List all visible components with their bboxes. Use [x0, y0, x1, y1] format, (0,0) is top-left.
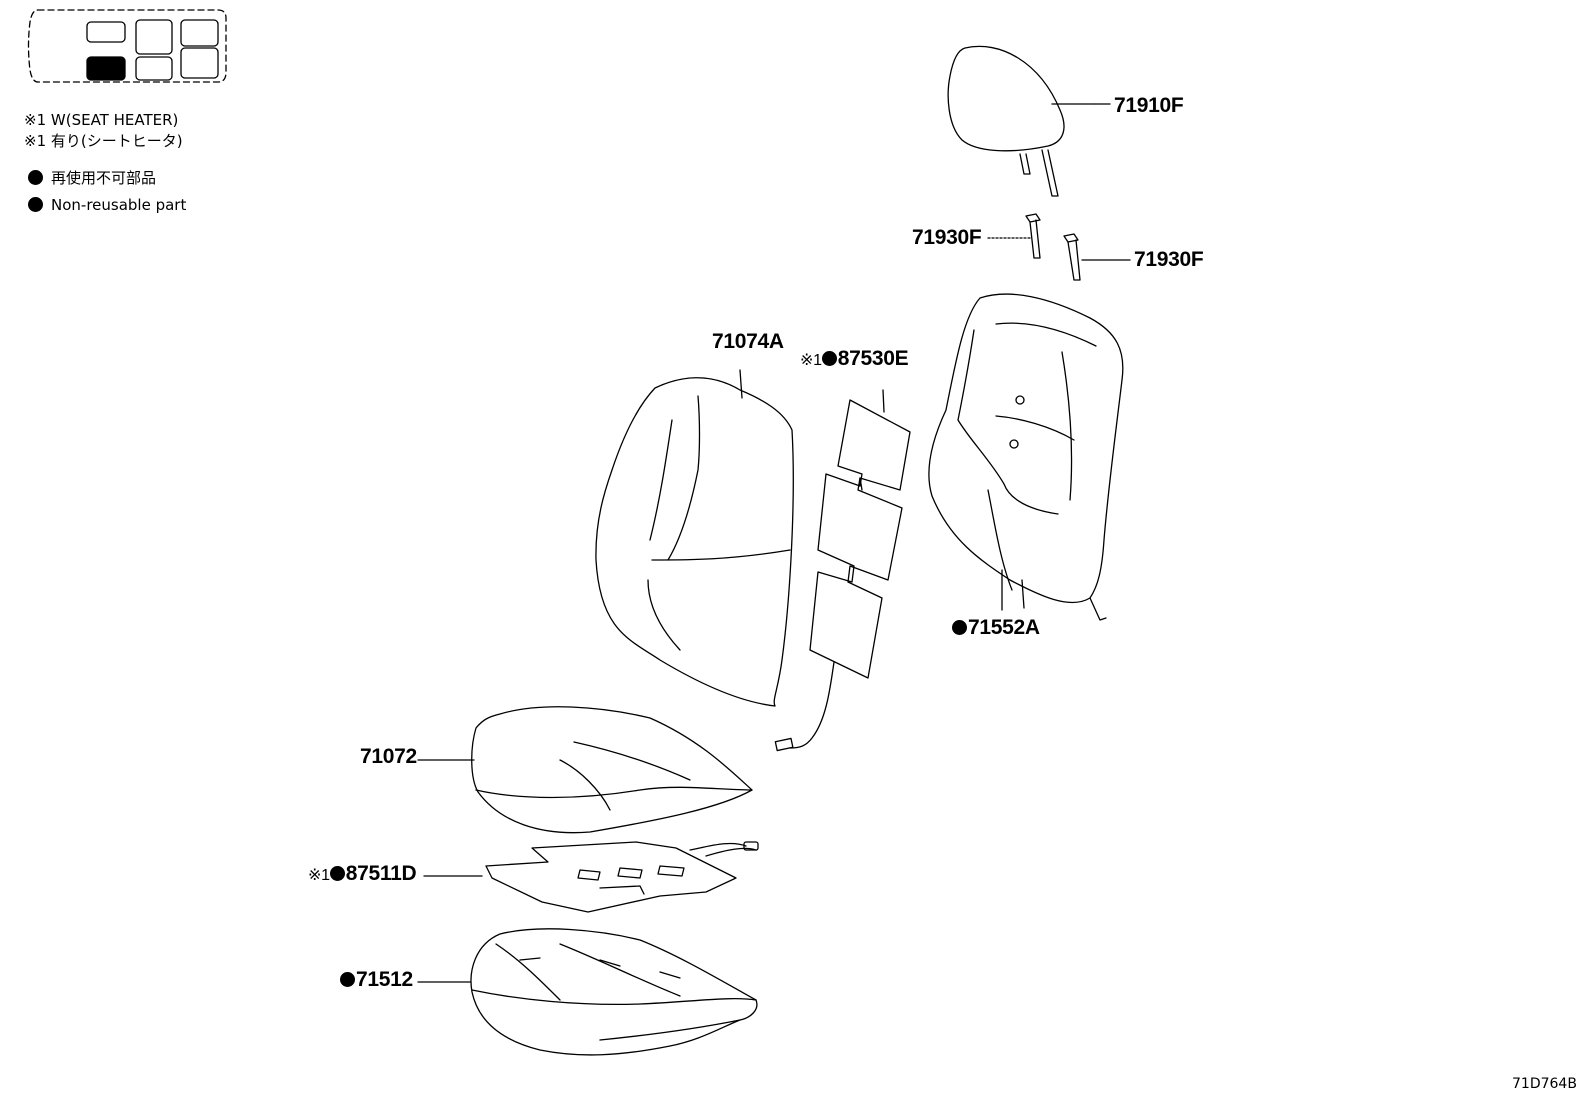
bullet-icon [28, 197, 43, 212]
nonreusable-note-jp: 再使用不可部品 [28, 168, 156, 188]
part-label-cushion-heater: ※1 87511D [308, 862, 417, 888]
nonreusable-en-text: Non-reusable part [51, 196, 187, 214]
illustration-id: 71D764B [1512, 1076, 1577, 1092]
part-label-seatback-cover: 71074A [712, 330, 784, 353]
cushion-pad-drawing [417, 928, 758, 1056]
leader-lines [1001, 103, 1111, 611]
part-label-cushion-cover: 71072 [360, 745, 417, 768]
cushion-heater-drawing [423, 841, 759, 913]
heater-mark: ※1 [800, 352, 822, 369]
nonreusable-dot-icon [329, 866, 345, 881]
heater-mark: ※1 [308, 867, 330, 884]
part-label-headrest: 71910F [1114, 94, 1184, 117]
nonreusable-dot-icon [952, 620, 967, 635]
seat-heater-note-jp: ※1 有り(シートヒータ) [24, 132, 183, 150]
part-label-seatback-heater: ※1 87530E [800, 347, 909, 373]
part-number: 87511D [345, 862, 417, 885]
part-number: 71552A [968, 616, 1040, 639]
nonreusable-jp-text: 再使用不可部品 [51, 169, 157, 187]
headrest-support-drawing [987, 213, 1131, 281]
seatback-cover-drawing [595, 369, 794, 707]
part-number: 71512 [356, 968, 413, 991]
seat-heater-note-en: ※1 W(SEAT HEATER) [24, 111, 179, 129]
nonreusable-note-en: Non-reusable part [28, 195, 186, 215]
nonreusable-dot-icon [340, 972, 355, 987]
part-label-seatback-pad: 71552A [952, 616, 1040, 640]
part-label-headrest-support-left: 71930F [912, 226, 982, 249]
cushion-cover-drawing [417, 706, 753, 834]
part-label-headrest-support-right: 71930F [1134, 248, 1204, 271]
part-number: 87530E [837, 347, 909, 370]
nonreusable-dot-icon [821, 351, 837, 366]
bullet-icon [28, 170, 43, 185]
headrest-drawing [947, 45, 1095, 197]
part-label-cushion-pad: 71512 [340, 968, 413, 992]
seat-location-inset [27, 9, 227, 83]
seatback-heater-drawing [774, 389, 911, 752]
seatback-pad-drawing [928, 293, 1124, 621]
